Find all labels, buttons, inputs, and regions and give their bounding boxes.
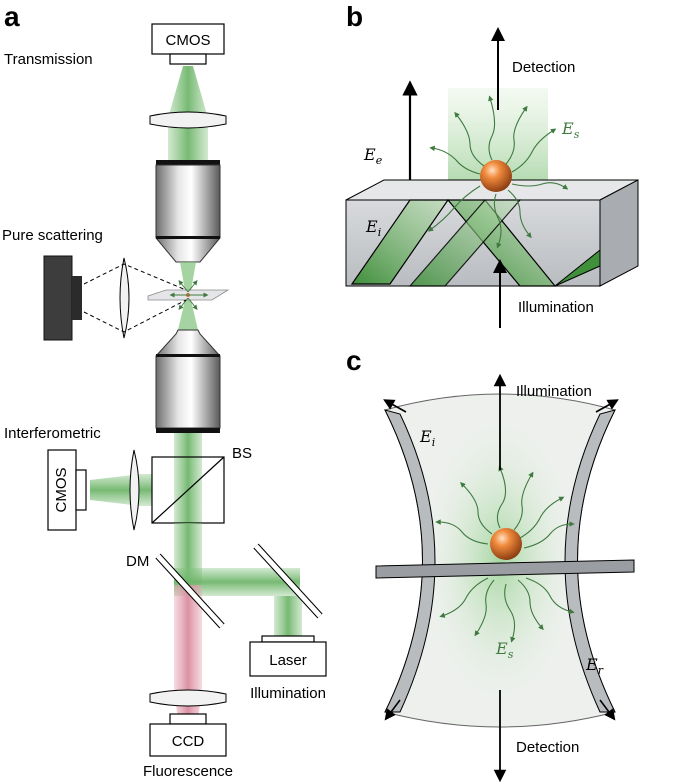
objective-beam	[174, 433, 202, 457]
e-s-c-label: Es	[495, 639, 514, 661]
scatter-waves-c	[435, 465, 575, 643]
detection-b-label: Detection	[512, 59, 575, 76]
panel-a-label: a	[4, 1, 20, 32]
pure-scattering-camera	[43, 255, 73, 341]
focus-beam-lower	[178, 296, 198, 330]
illumination-c-label: Illumination	[516, 383, 592, 400]
fluorescence-label: Fluorescence	[143, 763, 233, 780]
panel-c-label: c	[346, 345, 362, 376]
transmission-label: Transmission	[4, 51, 93, 68]
interferometric-beam	[90, 474, 152, 506]
e-i-c-label: Ei	[419, 427, 435, 449]
objective-top	[155, 164, 221, 263]
ei-arrow-right	[595, 399, 619, 413]
beam-glow-c	[420, 410, 580, 710]
e-i-b-label: Ei	[365, 217, 381, 239]
cmos-side-camera	[47, 449, 77, 531]
scatter-arrows-small	[169, 280, 209, 310]
pure-scattering-lens	[119, 257, 130, 339]
er-arrow-right	[599, 699, 616, 721]
scatter-waves-b	[427, 95, 569, 249]
er-arrow-left	[384, 699, 401, 721]
detection-c-label: Detection	[516, 739, 579, 756]
focus-beam-upper	[180, 262, 196, 296]
tube-lens-top	[149, 111, 227, 129]
tube-lens-bottom	[149, 689, 227, 707]
ccd-mount	[169, 713, 207, 725]
dichroic-mirror	[156, 554, 224, 628]
cmos-side-label: CMOS	[53, 468, 70, 513]
e-e-label: Ee	[363, 145, 383, 167]
illumination-a-label: Illumination	[250, 685, 326, 702]
beam-splitter-diagonal	[151, 456, 225, 524]
particle-b	[480, 160, 512, 192]
ccd-camera	[149, 723, 227, 757]
e-r-c-label: Er	[585, 655, 604, 677]
cmos-top-mount	[169, 53, 207, 65]
ei-arrow-left	[383, 399, 407, 413]
tir-beam-3	[408, 199, 522, 287]
interferometric-lens	[129, 449, 140, 531]
objective-bottom-ring	[156, 428, 220, 433]
pure-scattering-rays	[83, 263, 187, 333]
cmos-side-mount	[75, 469, 87, 511]
particle-c	[490, 528, 522, 560]
bs-label: BS	[232, 445, 252, 462]
cmos-top-label: CMOS	[166, 32, 211, 49]
e-s-b-label: Es	[561, 119, 580, 141]
dm-label: DM	[126, 553, 149, 570]
objective-top-ring	[156, 160, 220, 165]
tir-beam-4	[554, 248, 601, 287]
objective-bottom-band	[156, 354, 220, 357]
illumination-b-label: Illumination	[518, 299, 594, 316]
laser-aperture	[261, 635, 315, 643]
laser-box	[249, 641, 327, 677]
slide-c	[375, 559, 635, 579]
laser-beam-vertical	[274, 596, 302, 640]
objective-top-band	[156, 236, 220, 239]
transmission-beam-converging	[168, 66, 208, 118]
fluorescence-beam	[174, 585, 202, 750]
laser-label: Laser	[269, 652, 307, 669]
interferometric-label: Interferometric	[4, 425, 101, 442]
pure-scattering-camera-mount	[72, 276, 82, 320]
pure-scattering-label: Pure scattering	[2, 227, 103, 244]
cmos-top-camera	[151, 23, 225, 55]
laser-mirror	[254, 544, 322, 618]
ccd-label: CCD	[172, 733, 205, 750]
panel-b-label: b	[346, 1, 363, 32]
objective-bottom	[155, 329, 221, 429]
